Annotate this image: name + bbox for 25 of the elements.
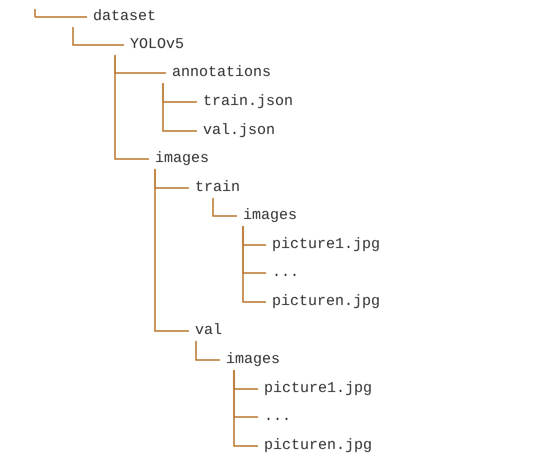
tree-entry: picture1.jpg <box>264 380 372 398</box>
tree-entry: picturen.jpg <box>264 437 372 455</box>
tree-entry: annotations <box>172 64 272 82</box>
tree-connector <box>154 169 189 332</box>
tree-connector <box>114 55 149 160</box>
tree-entry: ... <box>264 408 292 426</box>
tree-entry: val <box>195 322 222 340</box>
tree-entry: val.json <box>203 122 276 140</box>
tree-entry: picture1.jpg <box>272 236 380 254</box>
tree-connector <box>242 226 266 303</box>
tree-entry: images <box>243 207 298 225</box>
tree-connector <box>212 198 237 217</box>
tree-connector <box>195 341 220 361</box>
tree-connector <box>72 27 124 46</box>
tree-connector <box>233 370 258 447</box>
tree-entry: train <box>195 179 240 197</box>
tree-entry: YOLOv5 <box>130 36 184 54</box>
tree-entry: images <box>155 150 210 168</box>
tree-connector <box>162 83 197 132</box>
tree-entry: dataset <box>93 8 156 26</box>
tree-entry: train.json <box>203 93 294 111</box>
tree-connector <box>34 8 88 18</box>
tree-entry: picturen.jpg <box>272 293 380 311</box>
tree-entry: images <box>226 351 280 369</box>
tree-entry: ... <box>272 264 300 282</box>
